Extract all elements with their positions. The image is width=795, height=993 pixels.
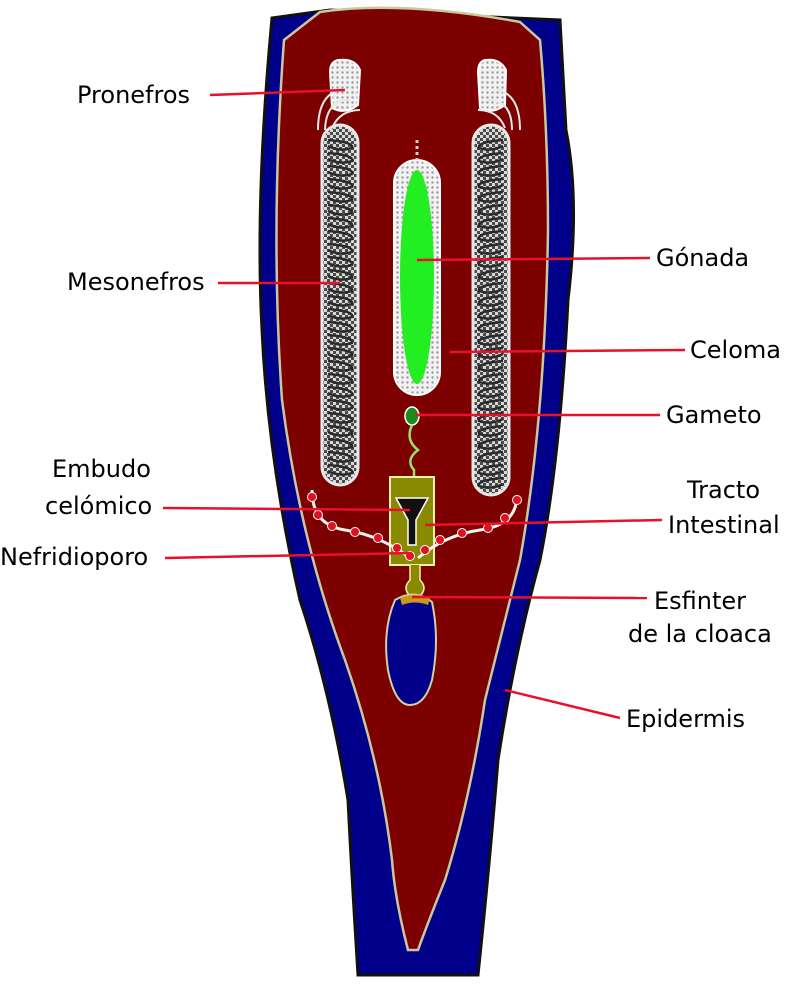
- tubule-loop: [477, 359, 504, 372]
- label-esfinter-line1: Esfinter: [654, 587, 746, 615]
- tubule-loop: [327, 203, 354, 216]
- tubule-loop: [477, 424, 504, 437]
- gonad: [400, 170, 434, 384]
- tubule-loop: [477, 177, 504, 190]
- label-esfinter-line2: de la cloaca: [628, 620, 772, 648]
- tubule-loop: [327, 190, 354, 203]
- tubule-loop: [477, 268, 504, 281]
- pronephros-left: [328, 58, 362, 112]
- tubule-loop: [477, 398, 504, 411]
- tubule-loop: [477, 320, 504, 333]
- duct-dot: [512, 495, 522, 505]
- duct-dot: [327, 521, 337, 531]
- tubule-loop: [327, 372, 354, 385]
- duct-dot: [307, 492, 317, 502]
- label-celoma: Celoma: [690, 336, 781, 364]
- tubule-loop: [477, 151, 504, 164]
- cloaca: [385, 593, 437, 707]
- tubule-loop: [327, 424, 354, 437]
- tubule-loop: [477, 281, 504, 294]
- label-gameto: Gameto: [666, 401, 762, 429]
- tubule-loop: [477, 307, 504, 320]
- tubule-loop: [477, 203, 504, 216]
- leader-pronefros: [209, 88, 346, 97]
- tubule-loop: [477, 476, 504, 489]
- tubule-loop: [327, 450, 354, 463]
- tubule-loop: [327, 294, 354, 307]
- leader-tracto: [424, 518, 663, 527]
- label-mesonefros: Mesonefros: [67, 268, 205, 296]
- label-pronefros: Pronefros: [77, 81, 190, 109]
- duct-dot: [350, 527, 360, 537]
- tubule-loop: [477, 190, 504, 203]
- tubule-loop: [327, 177, 354, 190]
- leader-epidermis: [504, 688, 621, 720]
- tubule-loop: [327, 229, 354, 242]
- label-epidermis: Epidermis: [626, 705, 745, 733]
- duct-dot: [313, 510, 323, 520]
- duct-dot: [500, 513, 510, 523]
- tubule-loop: [327, 333, 354, 346]
- tubule-loop: [477, 138, 504, 151]
- leader-lines: [162, 88, 686, 720]
- tubule-loop: [327, 320, 354, 333]
- tubule-loop: [327, 164, 354, 177]
- duct-dot: [373, 533, 383, 543]
- tubule-loop: [477, 164, 504, 177]
- duct-dot: [392, 543, 402, 553]
- tubule-loop: [327, 242, 354, 255]
- tubule-loop: [477, 372, 504, 385]
- tubule-loop: [327, 138, 354, 151]
- mesonephros-tubules-right: [477, 138, 504, 489]
- tubule-loop: [327, 411, 354, 424]
- leader-gonada: [416, 256, 651, 262]
- mesonephros-tubules-left: [327, 138, 354, 476]
- tubule-loop: [327, 268, 354, 281]
- gamete-path: [408, 424, 421, 490]
- label-nefridioporo: Nefridioporo: [0, 543, 148, 571]
- label-tracto-line2: Intestinal: [668, 511, 780, 539]
- duct-dot: [435, 535, 445, 545]
- tubule-loop: [477, 294, 504, 307]
- tubule-loop: [477, 437, 504, 450]
- label-gonada: Gónada: [656, 244, 749, 272]
- leader-nefridioporo: [164, 551, 413, 560]
- tubule-loop: [477, 346, 504, 359]
- duct-dots: [307, 492, 522, 561]
- label-tracto-line1: Tracto: [686, 476, 760, 504]
- tubule-loop: [477, 463, 504, 476]
- tubule-loop: [477, 333, 504, 346]
- tubule-loop: [477, 450, 504, 463]
- tubule-loop: [477, 385, 504, 398]
- tubule-loop: [477, 242, 504, 255]
- tubule-loop: [327, 437, 354, 450]
- duct-dot: [457, 528, 467, 538]
- pronephros-right: [476, 58, 508, 112]
- label-embudo-line1: Embudo: [52, 455, 151, 483]
- tubule-loop: [327, 463, 354, 476]
- tubule-loop: [327, 151, 354, 164]
- leader-esfinter: [411, 595, 648, 600]
- tubule-loop: [327, 307, 354, 320]
- tubule-loop: [477, 216, 504, 229]
- tubule-loop: [327, 216, 354, 229]
- pronephros-loops-right: [477, 89, 521, 131]
- leader-embudo: [162, 506, 411, 512]
- tubule-loop: [477, 229, 504, 242]
- duct-dot: [420, 545, 430, 555]
- tubule-loop: [327, 385, 354, 398]
- tubule-loop: [327, 359, 354, 372]
- label-embudo-line2: celómico: [45, 492, 152, 520]
- tubule-loop: [327, 255, 354, 268]
- tubule-loop: [327, 398, 354, 411]
- duct-right: [417, 494, 519, 560]
- tubule-loop: [327, 346, 354, 359]
- tubule-loop: [327, 281, 354, 294]
- leader-celoma: [449, 348, 686, 354]
